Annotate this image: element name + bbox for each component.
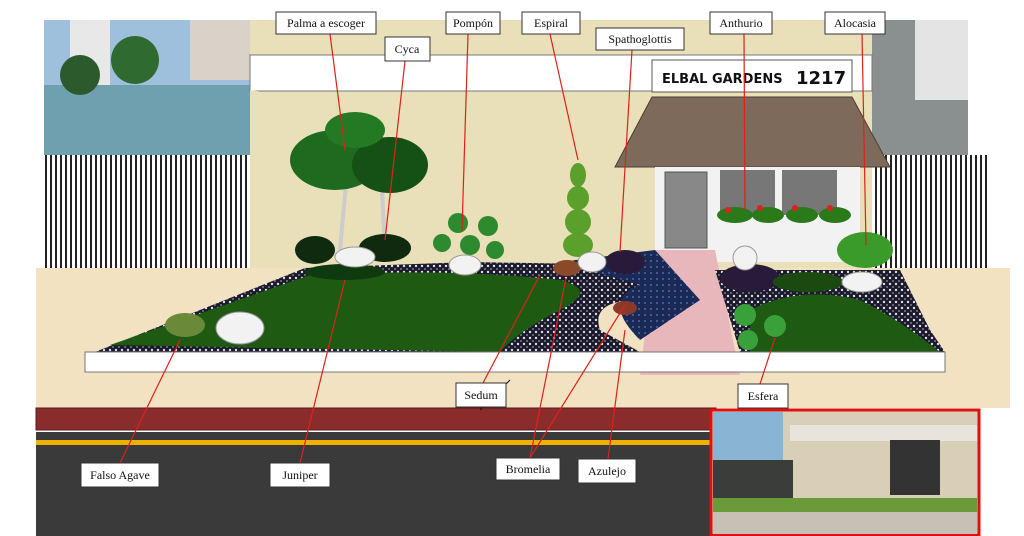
- bromelia-icon: [553, 260, 581, 276]
- lawn-right: [750, 294, 940, 352]
- label-palma: Palma a escoger: [275, 11, 377, 35]
- svg-text:Bromelia: Bromelia: [506, 462, 551, 476]
- label-cyca: Cyca: [384, 36, 431, 62]
- curb-white: [84, 351, 946, 373]
- svg-text:Cyca: Cyca: [395, 42, 420, 56]
- label-espiral: Espiral: [521, 11, 581, 35]
- pompon-icon: [433, 213, 504, 259]
- pointer-lines: [119, 33, 867, 464]
- background-building-right: [865, 20, 968, 156]
- door: [664, 171, 708, 249]
- svg-text:Azulejo: Azulejo: [588, 464, 626, 478]
- label-anthurio: Anthurio: [709, 11, 773, 35]
- svg-text:Esfera: Esfera: [748, 389, 779, 403]
- svg-text:Espiral: Espiral: [534, 16, 569, 30]
- svg-text:Juniper: Juniper: [282, 468, 317, 482]
- sign-name: ELBAL GARDENS: [662, 72, 783, 87]
- sign-number: 1217: [796, 68, 846, 89]
- spiral-topiary-icon: [563, 163, 593, 257]
- label-juniper: Juniper: [269, 462, 331, 488]
- alocasia-icon: [837, 232, 893, 268]
- background-buildings-left: [44, 20, 254, 156]
- label-pompon: Pompón: [445, 11, 501, 35]
- label-sedum: Sedum: [455, 382, 507, 408]
- svg-text:Falso Agave: Falso Agave: [90, 468, 150, 482]
- blue-gravel-path: [560, 250, 700, 340]
- road-yellow-line: [36, 440, 716, 445]
- label-bromelia: Bromelia: [495, 457, 561, 481]
- sphere-shrub-icon: [734, 304, 786, 350]
- label-azulejo: Azulejo: [577, 458, 637, 484]
- building-sign: [651, 59, 853, 93]
- plants: [165, 112, 893, 350]
- palm-icon: [290, 112, 428, 251]
- label-alocasia: Alocasia: [824, 11, 886, 35]
- svg-text:Palma a escoger: Palma a escoger: [287, 16, 365, 30]
- spathoglottis-icon: [605, 250, 645, 274]
- label-spathoglottis: Spathoglottis: [595, 27, 685, 51]
- svg-text:Pompón: Pompón: [453, 16, 493, 30]
- svg-text:Anthurio: Anthurio: [719, 16, 762, 30]
- svg-text:Spathoglottis: Spathoglottis: [608, 32, 672, 46]
- boulders: [215, 245, 883, 345]
- label-esfera: Esfera: [737, 383, 789, 409]
- inset-photo: [709, 408, 981, 536]
- svg-text:Alocasia: Alocasia: [834, 16, 877, 30]
- svg-text:Sedum: Sedum: [464, 388, 498, 402]
- awning: [614, 96, 891, 168]
- label-falso-agave: Falso Agave: [80, 462, 160, 488]
